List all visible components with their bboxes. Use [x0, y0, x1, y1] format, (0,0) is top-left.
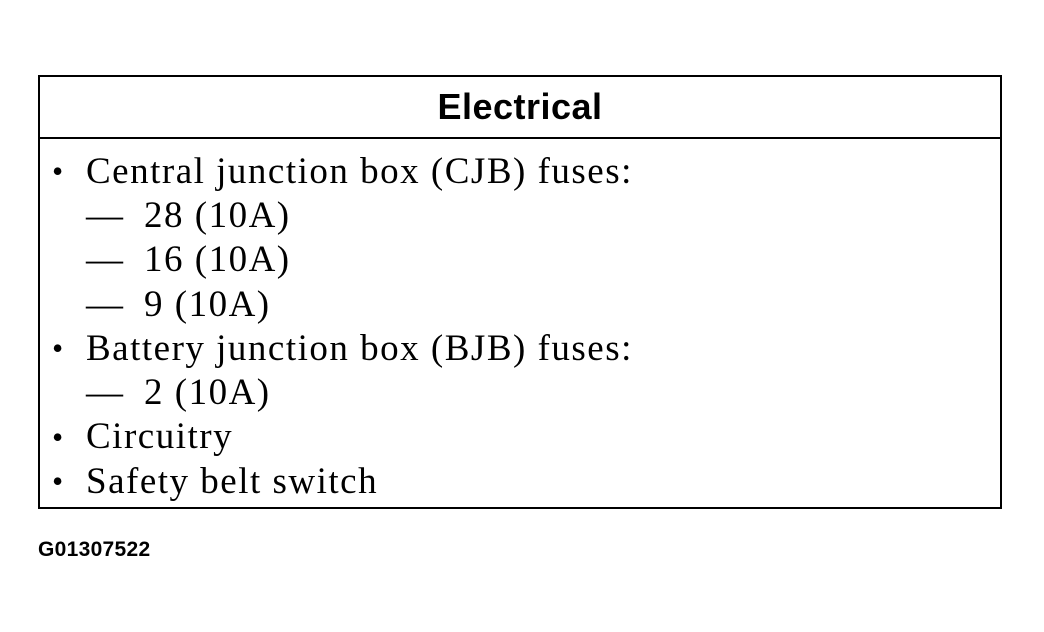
bullet-icon: •: [52, 153, 65, 190]
list-item-label: Central junction box (CJB) fuses:: [86, 150, 633, 192]
list-item-bjb-fuses: • Battery junction box (BJB) fuses:: [40, 326, 1000, 370]
dash-icon: —: [86, 372, 123, 414]
electrical-checklist-panel: Electrical • Central junction box (CJB) …: [38, 75, 1002, 509]
list-item-label: Circuitry: [86, 416, 234, 458]
sub-item-label: 28 (10A): [144, 194, 291, 236]
panel-header: Electrical: [40, 77, 1000, 139]
sub-item-cjb-fuse-16: — 16 (10A): [40, 238, 1000, 282]
panel-title: Electrical: [437, 86, 603, 127]
sub-item-label: 9 (10A): [144, 283, 271, 325]
sub-item-label: 16 (10A): [144, 239, 291, 281]
bullet-icon: •: [52, 463, 65, 500]
sub-item-bjb-fuse-2: — 2 (10A): [40, 370, 1000, 414]
sub-item-cjb-fuse-9: — 9 (10A): [40, 282, 1000, 326]
sub-item-cjb-fuse-28: — 28 (10A): [40, 193, 1000, 237]
list-item-label: Battery junction box (BJB) fuses:: [86, 327, 633, 369]
checklist-body: • Central junction box (CJB) fuses: — 28…: [40, 139, 1000, 503]
list-item-circuitry: • Circuitry: [40, 415, 1000, 459]
bullet-icon: •: [52, 330, 65, 367]
figure-id: G01307522: [38, 538, 151, 561]
list-item-label: Safety belt switch: [86, 460, 379, 502]
dash-icon: —: [86, 283, 123, 325]
dash-icon: —: [86, 239, 123, 281]
bullet-icon: •: [52, 418, 65, 455]
dash-icon: —: [86, 194, 123, 236]
list-item-cjb-fuses: • Central junction box (CJB) fuses:: [40, 149, 1000, 193]
sub-item-label: 2 (10A): [144, 372, 271, 414]
list-item-safety-belt-switch: • Safety belt switch: [40, 459, 1000, 503]
